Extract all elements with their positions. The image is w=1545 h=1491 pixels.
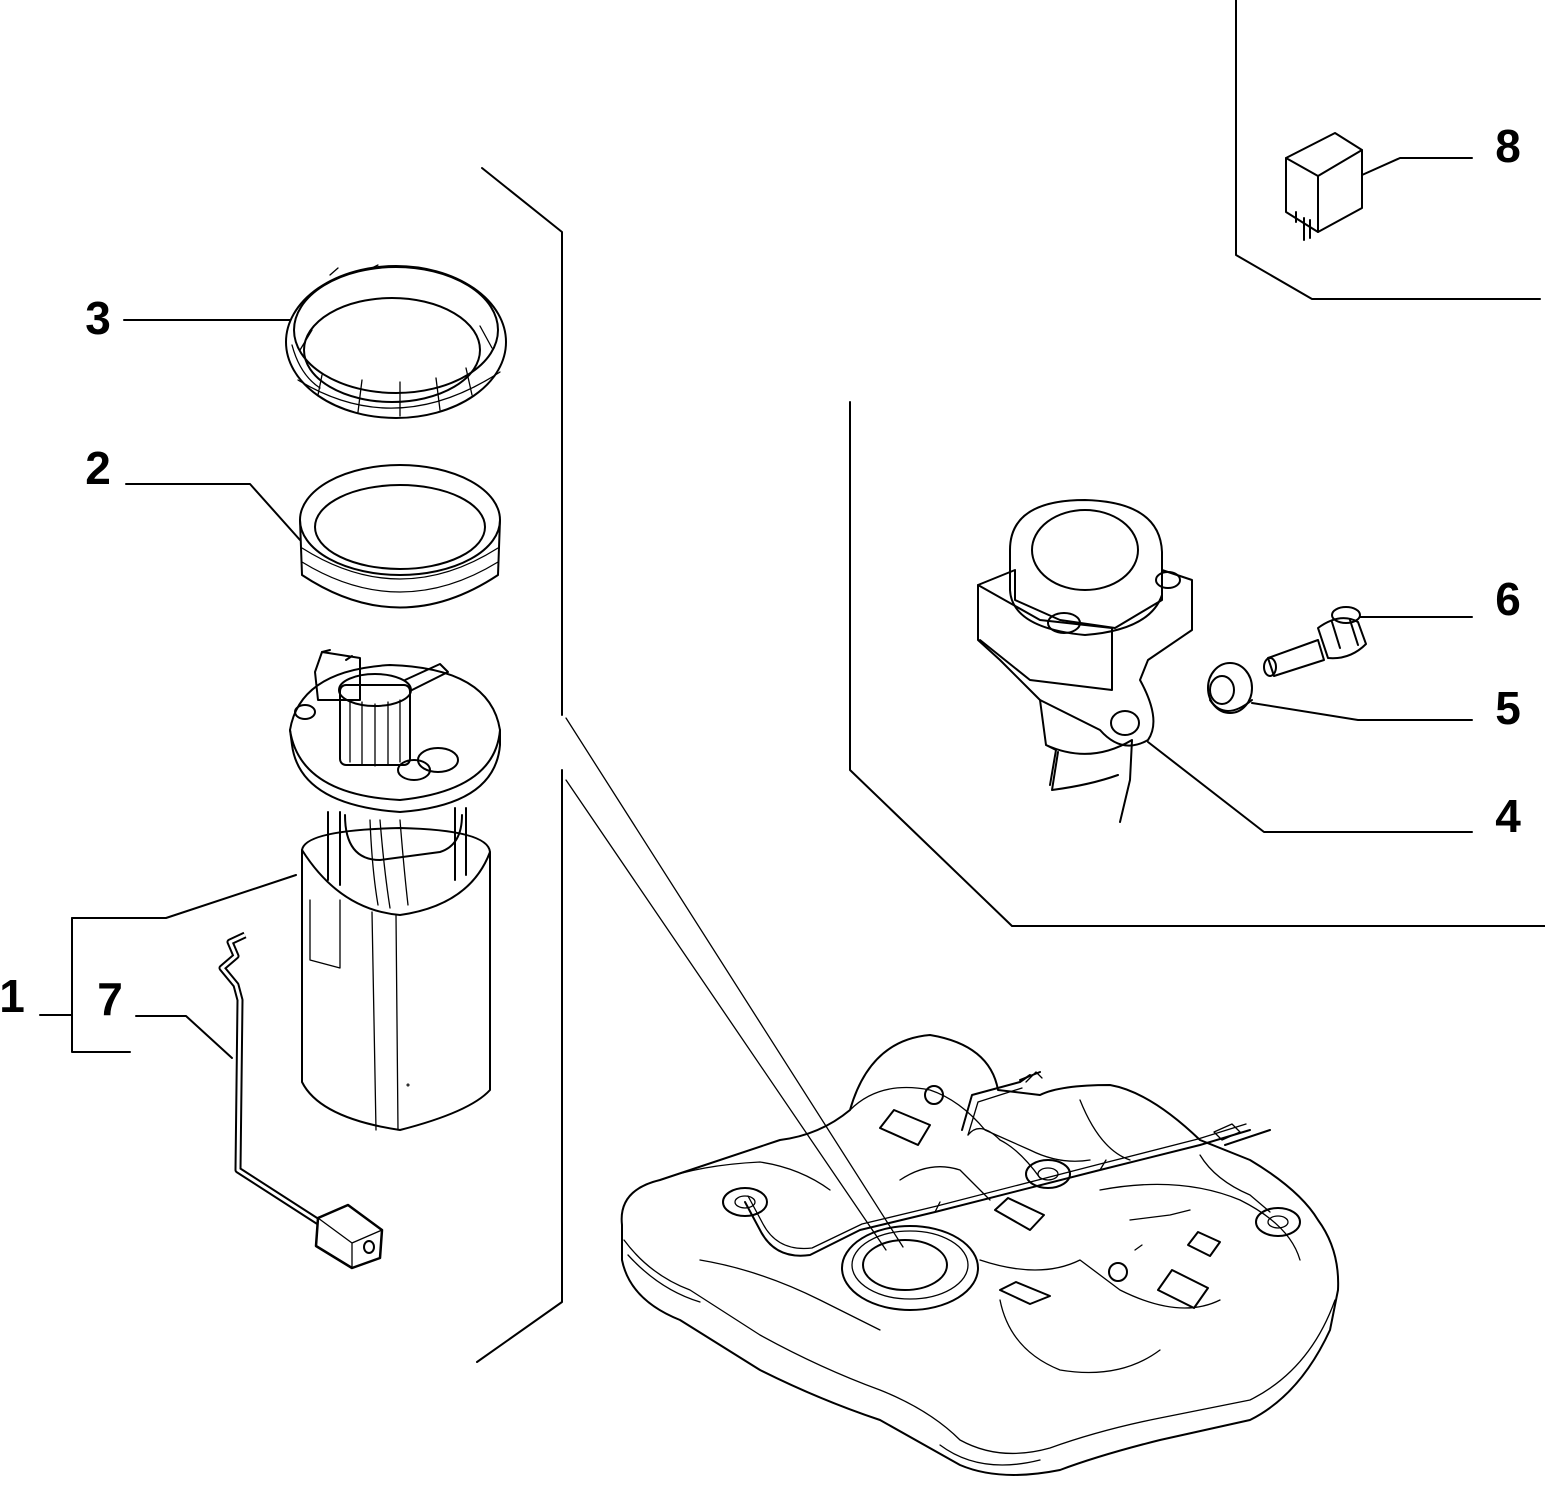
callout-5: 5	[1495, 682, 1521, 734]
bolt	[1263, 606, 1367, 677]
relay	[1285, 132, 1363, 241]
callout-4: 4	[1495, 790, 1521, 842]
wiring-harness	[218, 931, 384, 1270]
washer	[1207, 662, 1253, 714]
callout-6: 6	[1495, 573, 1521, 625]
seal-ring	[299, 464, 501, 609]
frame-lines	[476, 0, 1545, 1363]
callout-8: 8	[1495, 120, 1521, 172]
callout-1: 1	[0, 970, 25, 1022]
callout-3: 3	[85, 292, 111, 344]
callout-numbers: 3 2 1 7 8 6 5 4	[0, 120, 1521, 1025]
bracket-component	[977, 499, 1193, 823]
lock-ring	[285, 264, 507, 419]
fuel-pump-module	[289, 649, 501, 1131]
fuel-tank	[620, 1034, 1340, 1476]
callout-leaders	[39, 157, 1473, 1059]
callout-7: 7	[97, 973, 123, 1025]
callout-2: 2	[85, 442, 111, 494]
